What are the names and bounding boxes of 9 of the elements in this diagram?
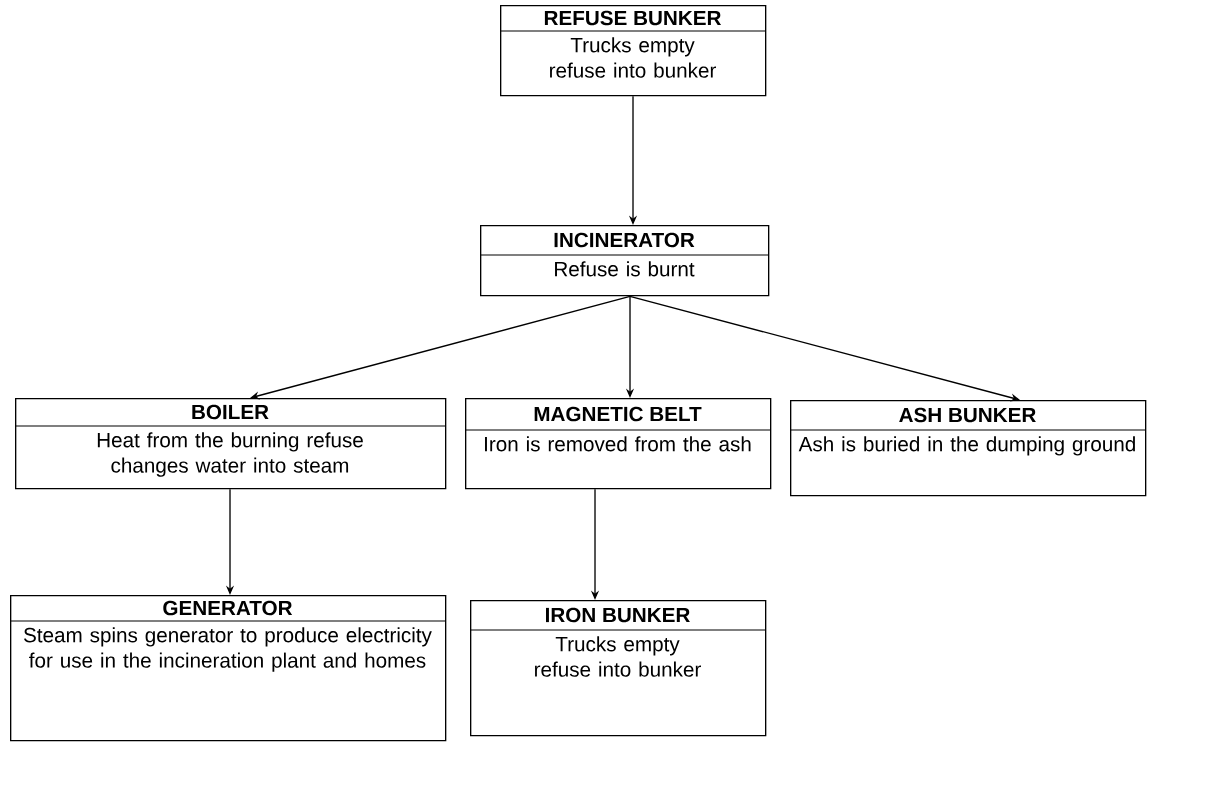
process-box: GENERATOR Steam spins generator to produce electricity for use in the incineration plant and homes bbox=[9, 595, 447, 742]
process-box: IRON BUNKER Trucks empty refuse into bunker bbox=[469, 600, 767, 737]
process-box: ASH BUNKER Ash is buried in the dumping ground bbox=[789, 400, 1147, 497]
process-box: INCINERATOR Refuse is burnt bbox=[479, 225, 770, 297]
process-box: REFUSE BUNKER Trucks empty refuse into bunker bbox=[499, 5, 767, 97]
process-box: BOILER Heat from the burning refuse changes water into steam bbox=[14, 398, 447, 490]
arrow bbox=[629, 295, 1020, 402]
arrow bbox=[250, 295, 631, 400]
process-box: MAGNETIC BELT Iron is removed from the ash bbox=[464, 398, 772, 490]
